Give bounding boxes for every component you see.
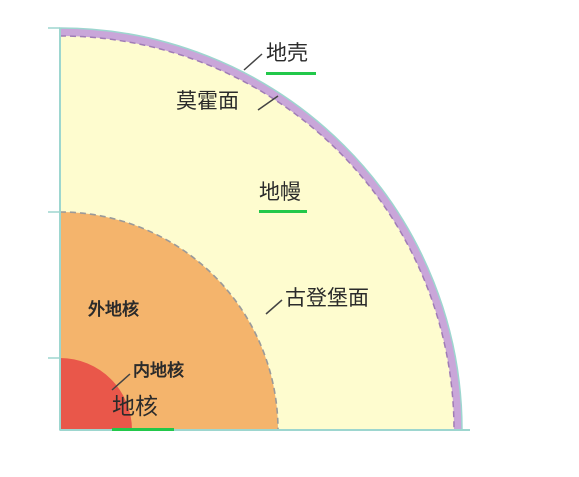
crust-label: 地壳: [266, 41, 308, 65]
gutenberg-boundary: [59, 211, 279, 431]
core-label: 地核: [112, 394, 158, 420]
crust-highlight-underline: [266, 72, 316, 75]
inner-core-label: 内地核: [133, 361, 184, 381]
moho-leader: [257, 95, 279, 111]
gutenberg-leader: [265, 299, 283, 315]
moho-label: 莫霍面: [176, 89, 239, 113]
outer-core-layer: [60, 212, 278, 430]
inner-core-layer: [60, 358, 132, 430]
gutenberg-label: 古登堡面: [285, 286, 369, 310]
crust-leader: [243, 53, 263, 71]
mantle-label: 地幔: [259, 180, 301, 204]
mantle-highlight-underline: [259, 210, 307, 213]
outer-core-label: 外地核: [88, 300, 139, 320]
moho-boundary: [59, 35, 455, 431]
core-highlight-underline: [112, 428, 174, 431]
inner-core-leader: [111, 373, 131, 391]
